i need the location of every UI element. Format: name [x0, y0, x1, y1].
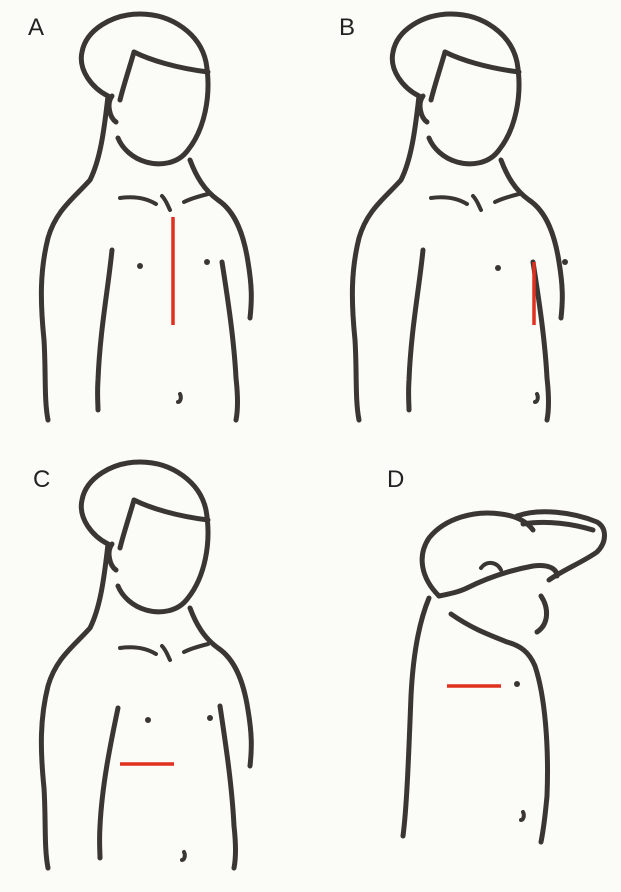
- torso-drawing-b: [311, 0, 621, 446]
- panel-b: B: [311, 0, 621, 446]
- lateral-torso-drawing-d: [311, 446, 621, 892]
- panel-c: C: [0, 446, 310, 892]
- panel-a: A: [0, 0, 310, 446]
- torso-drawing-a: [0, 0, 310, 446]
- panel-d: D: [311, 446, 621, 892]
- torso-drawing-c: [0, 446, 310, 892]
